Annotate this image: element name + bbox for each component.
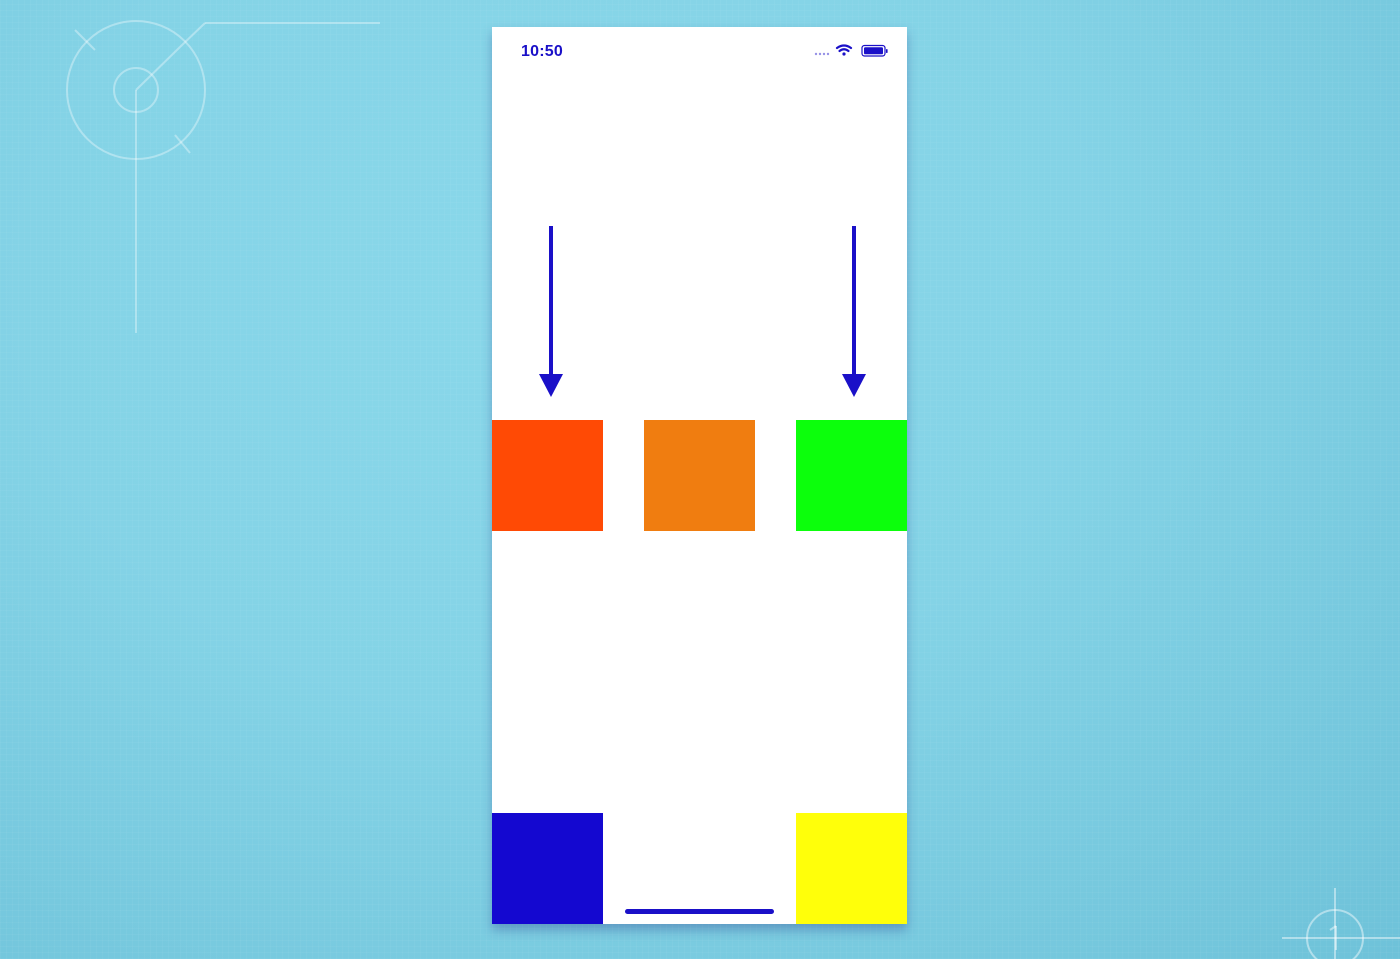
crosshair-decoration-icon [66,20,380,333]
square-top-middle [644,420,755,531]
wifi-icon [835,44,853,56]
status-time: 10:50 [521,43,563,60]
signal-dots-icon [814,52,830,56]
corner-target-icon [1282,888,1400,959]
phone-screen: 10:50 [492,27,907,924]
square-top-left [492,420,603,531]
status-icons [814,44,888,57]
down-arrow-icon [539,226,563,397]
down-arrow-icon [842,226,866,397]
battery-icon [861,44,888,57]
square-top-right [796,420,907,531]
square-bottom-right [796,813,907,924]
home-indicator[interactable] [625,909,774,914]
square-bottom-left [492,813,603,924]
